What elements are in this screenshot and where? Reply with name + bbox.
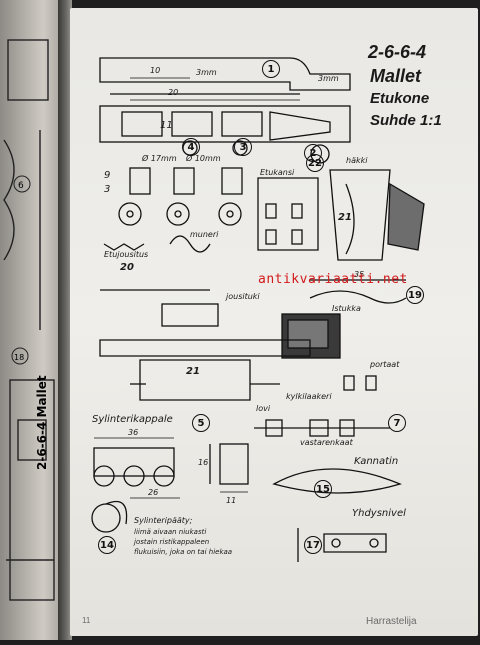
left-c6: 6 (18, 181, 24, 191)
title-code: 2-6-6-4 (368, 42, 427, 62)
dim-11: 11 (226, 496, 237, 505)
label-sylinteripaaty: Sylinteripääty; (134, 516, 193, 525)
label-etukansi: Etukansi (260, 168, 295, 177)
label-hakki: häkki (346, 156, 368, 165)
dim-3mm-a: 3mm (196, 68, 217, 77)
part-number-7: 7 (388, 414, 406, 432)
title-sub: Etukone (370, 90, 430, 107)
label-jousituki: jousituki (226, 292, 260, 301)
label-kannatin: Kannatin (354, 456, 399, 467)
dim-17mm: Ø 17mm (142, 154, 177, 163)
title-scale: Suhde 1:1 (370, 112, 442, 129)
part-number-3: 3 (234, 138, 252, 156)
part-number-5: 5 (192, 414, 210, 432)
note-line-1: liimä aivaan niukasti (134, 528, 207, 536)
label-portaat: portaat (370, 360, 400, 369)
technical-drawing (91, 57, 425, 562)
label-11: 11 (160, 120, 173, 131)
dim-20: 20 (168, 88, 179, 97)
left-c18: 18 (14, 353, 24, 362)
magazine-name: Harrastelija (366, 616, 417, 627)
label-kylkilaakeri: kylkilaakeri (286, 392, 332, 401)
part-number-22: 22 (306, 154, 324, 172)
title-name: Mallet (370, 66, 422, 86)
dim-10: 10 (150, 66, 161, 75)
label-yhdysnivel: Yhdysnivel (352, 508, 406, 519)
label-istukka: Istukka (332, 304, 361, 313)
left-page-edge: 6 18 2-6-6-4 Mallet (0, 0, 62, 640)
note-line-3: flukuisiin, joka on tai hiekaa (134, 548, 233, 556)
label-3: 3 (104, 184, 111, 195)
left-page-drawing: 6 18 2-6-6-4 Mallet (3, 39, 55, 601)
dim-16: 16 (198, 458, 209, 467)
page-number: 11 (82, 616, 91, 625)
label-muneri: muneri (190, 230, 219, 239)
part-number-15: 15 (314, 480, 332, 498)
label-9: 9 (104, 170, 111, 181)
left-vertical-title: 2-6-6-4 Mallet (35, 375, 49, 470)
book-spine (58, 0, 72, 640)
document-page: 2-6-6-4 Mallet Etukone Suhde 1:1 10 3mm … (70, 8, 478, 636)
part-number-14: 14 (98, 536, 116, 554)
label-35: 35 (354, 270, 365, 279)
watermark: antikvariaatti.net (258, 272, 408, 287)
part-number-19: 19 (406, 286, 424, 304)
part-number-1: 1 (262, 60, 280, 78)
label-sylinterikappale: Sylinterikappale (92, 414, 173, 425)
note-line-2: jostain ristikappaleen (134, 538, 210, 546)
part-number-17: 17 (304, 536, 322, 554)
dim-10mm: Ø 10mm (186, 154, 221, 163)
dim-26: 26 (148, 488, 159, 497)
label-21-hakki: 21 (338, 212, 352, 223)
part-number-4: 4 (182, 138, 200, 156)
dim-3mm-b: 3mm (318, 74, 339, 83)
dim-36: 36 (128, 428, 139, 437)
label-etujousitus: Etujousitus (104, 250, 149, 259)
label-20: 20 (120, 262, 134, 273)
label-21-big: 21 (186, 366, 200, 377)
label-lovi: lovi (256, 404, 271, 413)
label-vastarenkaat: vastarenkaat (300, 438, 353, 447)
